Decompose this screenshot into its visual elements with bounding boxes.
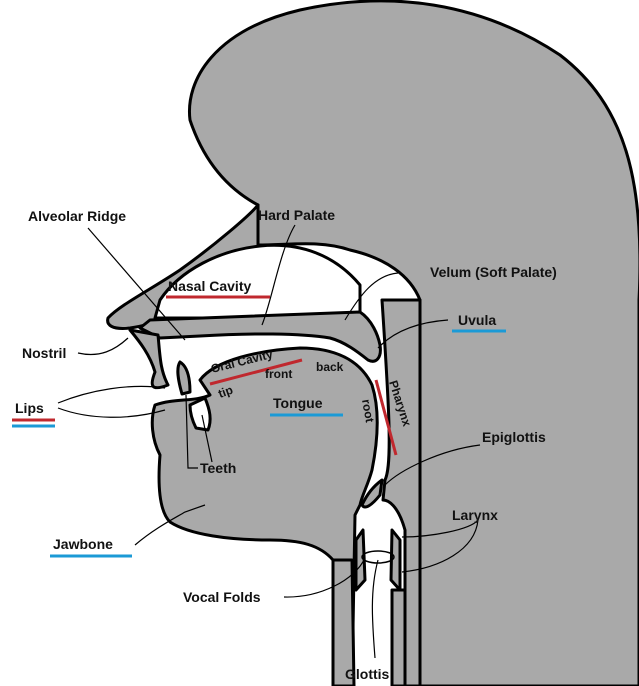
label-tongue: Tongue: [273, 395, 323, 411]
pointer-lips-upper: [58, 386, 165, 403]
label-nasal-cavity: Nasal Cavity: [168, 278, 251, 294]
label-alveolar-ridge: Alveolar Ridge: [28, 208, 126, 224]
label-teeth: Teeth: [200, 460, 236, 476]
label-velum: Velum (Soft Palate): [430, 264, 557, 280]
label-epiglottis: Epiglottis: [482, 429, 546, 445]
pointer-lips-lower: [58, 408, 165, 417]
label-vocal-folds: Vocal Folds: [183, 589, 261, 605]
trachea-back: [392, 590, 405, 686]
pointer-glottis: [372, 560, 378, 658]
label-larynx: Larynx: [452, 507, 498, 523]
label-back: back: [316, 360, 344, 374]
label-glottis: Glottis: [345, 666, 390, 682]
label-uvula: Uvula: [458, 312, 496, 328]
label-lips: Lips: [15, 400, 44, 416]
pointer-nostril: [78, 338, 128, 355]
label-front: front: [265, 367, 292, 381]
label-jawbone: Jawbone: [53, 536, 113, 552]
label-nostril: Nostril: [22, 345, 66, 361]
label-hard-palate: Hard Palate: [258, 207, 335, 223]
upper-teeth: [178, 362, 190, 394]
